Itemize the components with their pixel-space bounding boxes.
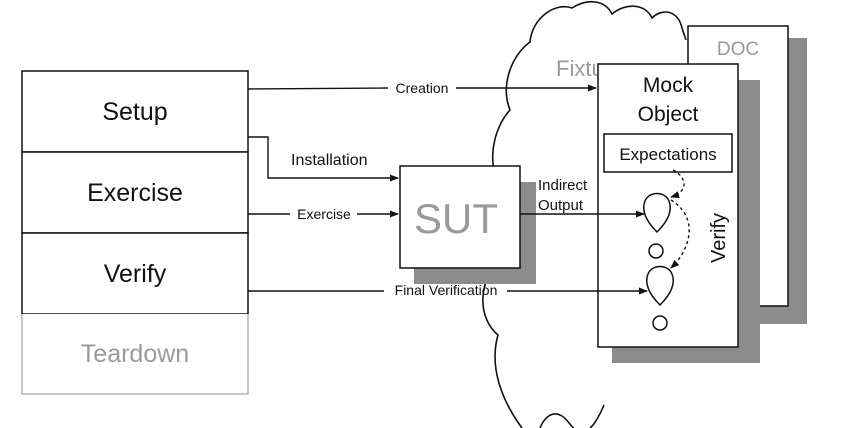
phase-exercise-label: Exercise (87, 179, 183, 207)
final-verification-label: Final Verification (395, 282, 498, 298)
expectations-box (603, 133, 733, 173)
creation-label: Creation (396, 80, 449, 96)
indirect-output-label-line1: Indirect (538, 177, 588, 194)
phase-stack: Setup Exercise Verify Teardown (21, 70, 249, 395)
creation-arrow-left (247, 87, 389, 90)
installation-label: Installation (291, 152, 368, 169)
phase-exercise-box (21, 151, 249, 234)
expectations-label: Expectations (619, 145, 716, 164)
phase-teardown-label: Teardown (81, 340, 189, 368)
doc-label: DOC (717, 39, 759, 60)
phase-setup-box (21, 70, 249, 153)
fixture-cloud (482, 1, 687, 428)
indirect-output-label-line2: Output (538, 197, 584, 214)
sut-label: SUT (414, 195, 498, 242)
installation-arrow (248, 136, 399, 182)
mock-object-title-line1: Mock (643, 74, 694, 97)
verify-bubble-upper-icon (643, 192, 671, 259)
expectation-dotted-arrow-1 (670, 169, 685, 199)
phase-verify-box (21, 232, 249, 315)
phase-verify-label: Verify (104, 260, 167, 288)
mock-object-title-line2: Object (638, 103, 699, 126)
mock-verify-label: Verify (708, 213, 730, 263)
sut-box (399, 165, 521, 269)
phase-setup-label: Setup (102, 98, 167, 126)
exercise-arrow-label: Exercise (297, 206, 351, 222)
verify-bubble-lower-icon (646, 265, 674, 331)
phase-teardown-box (21, 314, 249, 395)
fixture-cloud-bottom (539, 413, 575, 428)
